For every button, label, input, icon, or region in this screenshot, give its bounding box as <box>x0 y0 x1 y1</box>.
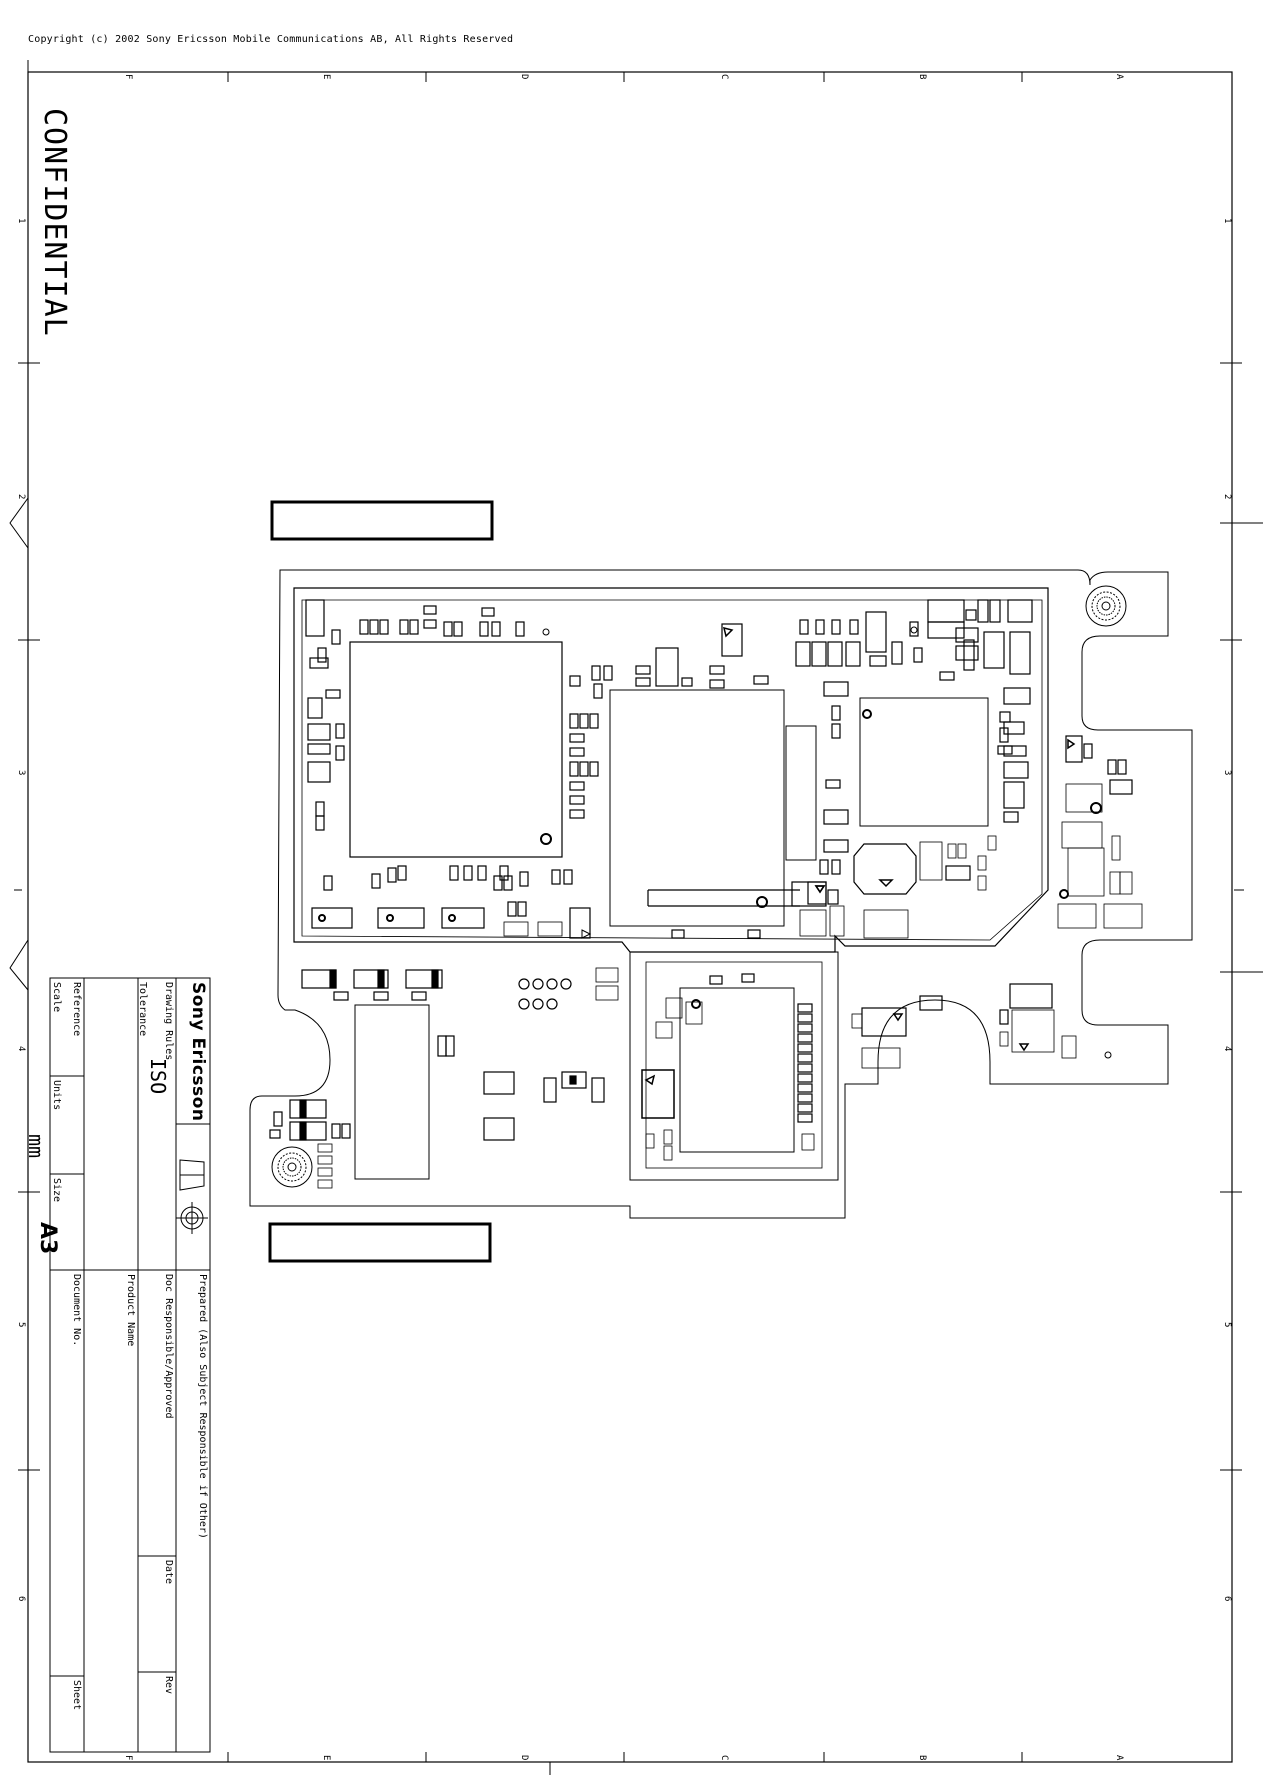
grid-col-bottom-6: A <box>1114 1755 1124 1761</box>
copyright-notice: Copyright (c) 2002 Sony Ericsson Mobile … <box>28 34 514 45</box>
prepared-label: Prepared (Also Subject Responsible if Ot… <box>197 1274 208 1539</box>
grid-row-left-1: 1 <box>16 218 26 224</box>
reference-label: Reference <box>71 982 82 1037</box>
ic-power <box>859 697 989 827</box>
passive-components-lower <box>269 626 1112 1189</box>
octagon-component <box>853 843 917 895</box>
grid-col-top-5: B <box>917 74 927 80</box>
grid-row-right-2: 2 <box>1222 494 1232 500</box>
grid-col-top-6: A <box>1114 74 1124 80</box>
drawing-frame <box>27 71 1233 1763</box>
grid-col-bottom-1: F <box>123 1755 133 1761</box>
grid-col-bottom-5: B <box>917 1755 927 1761</box>
title-block-frame <box>49 977 211 1753</box>
grid-row-left-6: 6 <box>16 1596 26 1602</box>
size-label: Size <box>51 1178 62 1203</box>
grid-row-left-2: 2 <box>16 494 26 500</box>
ic-lower-left <box>354 1004 430 1180</box>
grid-row-right-4: 4 <box>1222 1046 1232 1052</box>
grid-row-right-1: 1 <box>1222 218 1232 224</box>
drawing-rules-label: Drawing Rules <box>163 982 174 1061</box>
grid-col-bottom-2: E <box>321 1755 331 1761</box>
drawing-rules-value: ISO <box>146 1058 170 1095</box>
grid-row-left-4: 4 <box>16 1046 26 1052</box>
mounting-hole-bottom-left <box>271 1146 313 1188</box>
sheet-label: Sheet <box>71 1680 82 1711</box>
pcb-outline <box>249 569 1193 1219</box>
passive-components-left <box>305 599 592 939</box>
grid-col-bottom-3: D <box>519 1755 529 1761</box>
document-no-label: Document No. <box>71 1274 82 1347</box>
grid-row-left-3: 3 <box>16 770 26 776</box>
grid-row-left-5: 5 <box>16 1322 26 1328</box>
grid-row-right-5: 5 <box>1222 1322 1232 1328</box>
mounting-hole-top-right <box>1085 585 1127 627</box>
passive-components-right <box>795 599 1143 939</box>
grid-ticks <box>14 72 1263 1762</box>
grid-col-top-4: C <box>719 74 729 80</box>
trace-lines <box>647 881 827 939</box>
product-name-label: Product Name <box>125 1274 136 1347</box>
scale-label: Scale <box>51 982 62 1013</box>
passive-components-middle <box>569 623 769 819</box>
grid-col-top-3: D <box>519 74 529 80</box>
ic-memory <box>609 689 785 927</box>
size-value: A3 <box>35 1222 60 1255</box>
grid-col-top-2: E <box>321 74 331 80</box>
date-label: Date <box>163 1560 174 1585</box>
brand-logo-text: Sony Ericsson <box>188 982 208 1122</box>
grid-row-right-3: 3 <box>1222 770 1232 776</box>
grid-col-bottom-4: C <box>719 1755 729 1761</box>
tolerance-label: Tolerance <box>137 982 148 1037</box>
ic-cpu <box>349 641 563 858</box>
projection-symbol <box>176 1159 208 1234</box>
label-box-top <box>270 500 494 541</box>
rev-label: Rev <box>163 1676 174 1695</box>
grid-row-right-6: 6 <box>1222 1596 1232 1602</box>
label-box-bottom <box>268 1222 492 1263</box>
grid-col-top-1: F <box>123 74 133 80</box>
units-value: mm <box>24 1134 48 1159</box>
doc-responsible-label: Doc Responsible/Approved <box>163 1274 174 1419</box>
units-label: Units <box>51 1080 62 1111</box>
